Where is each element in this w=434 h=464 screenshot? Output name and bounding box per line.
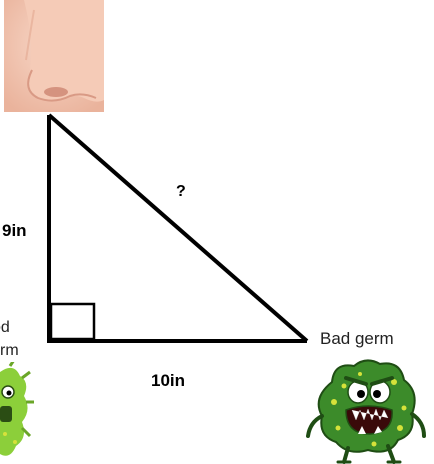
side-length-label-bottom: 10in bbox=[151, 371, 186, 390]
bad-germ-label: Bad germ bbox=[320, 329, 394, 348]
hypotenuse-label: ? bbox=[176, 183, 186, 200]
good-germ-label-line1: od bbox=[0, 319, 10, 336]
bad-germ-icon bbox=[306, 359, 426, 464]
good-germ-label-line2: rm bbox=[0, 342, 19, 359]
nose-image bbox=[4, 0, 104, 112]
right-angle-marker bbox=[49, 302, 96, 341]
side-length-label-left: 9in bbox=[2, 221, 27, 240]
side-hypotenuse bbox=[47, 113, 309, 343]
good-germ-icon bbox=[0, 362, 34, 456]
